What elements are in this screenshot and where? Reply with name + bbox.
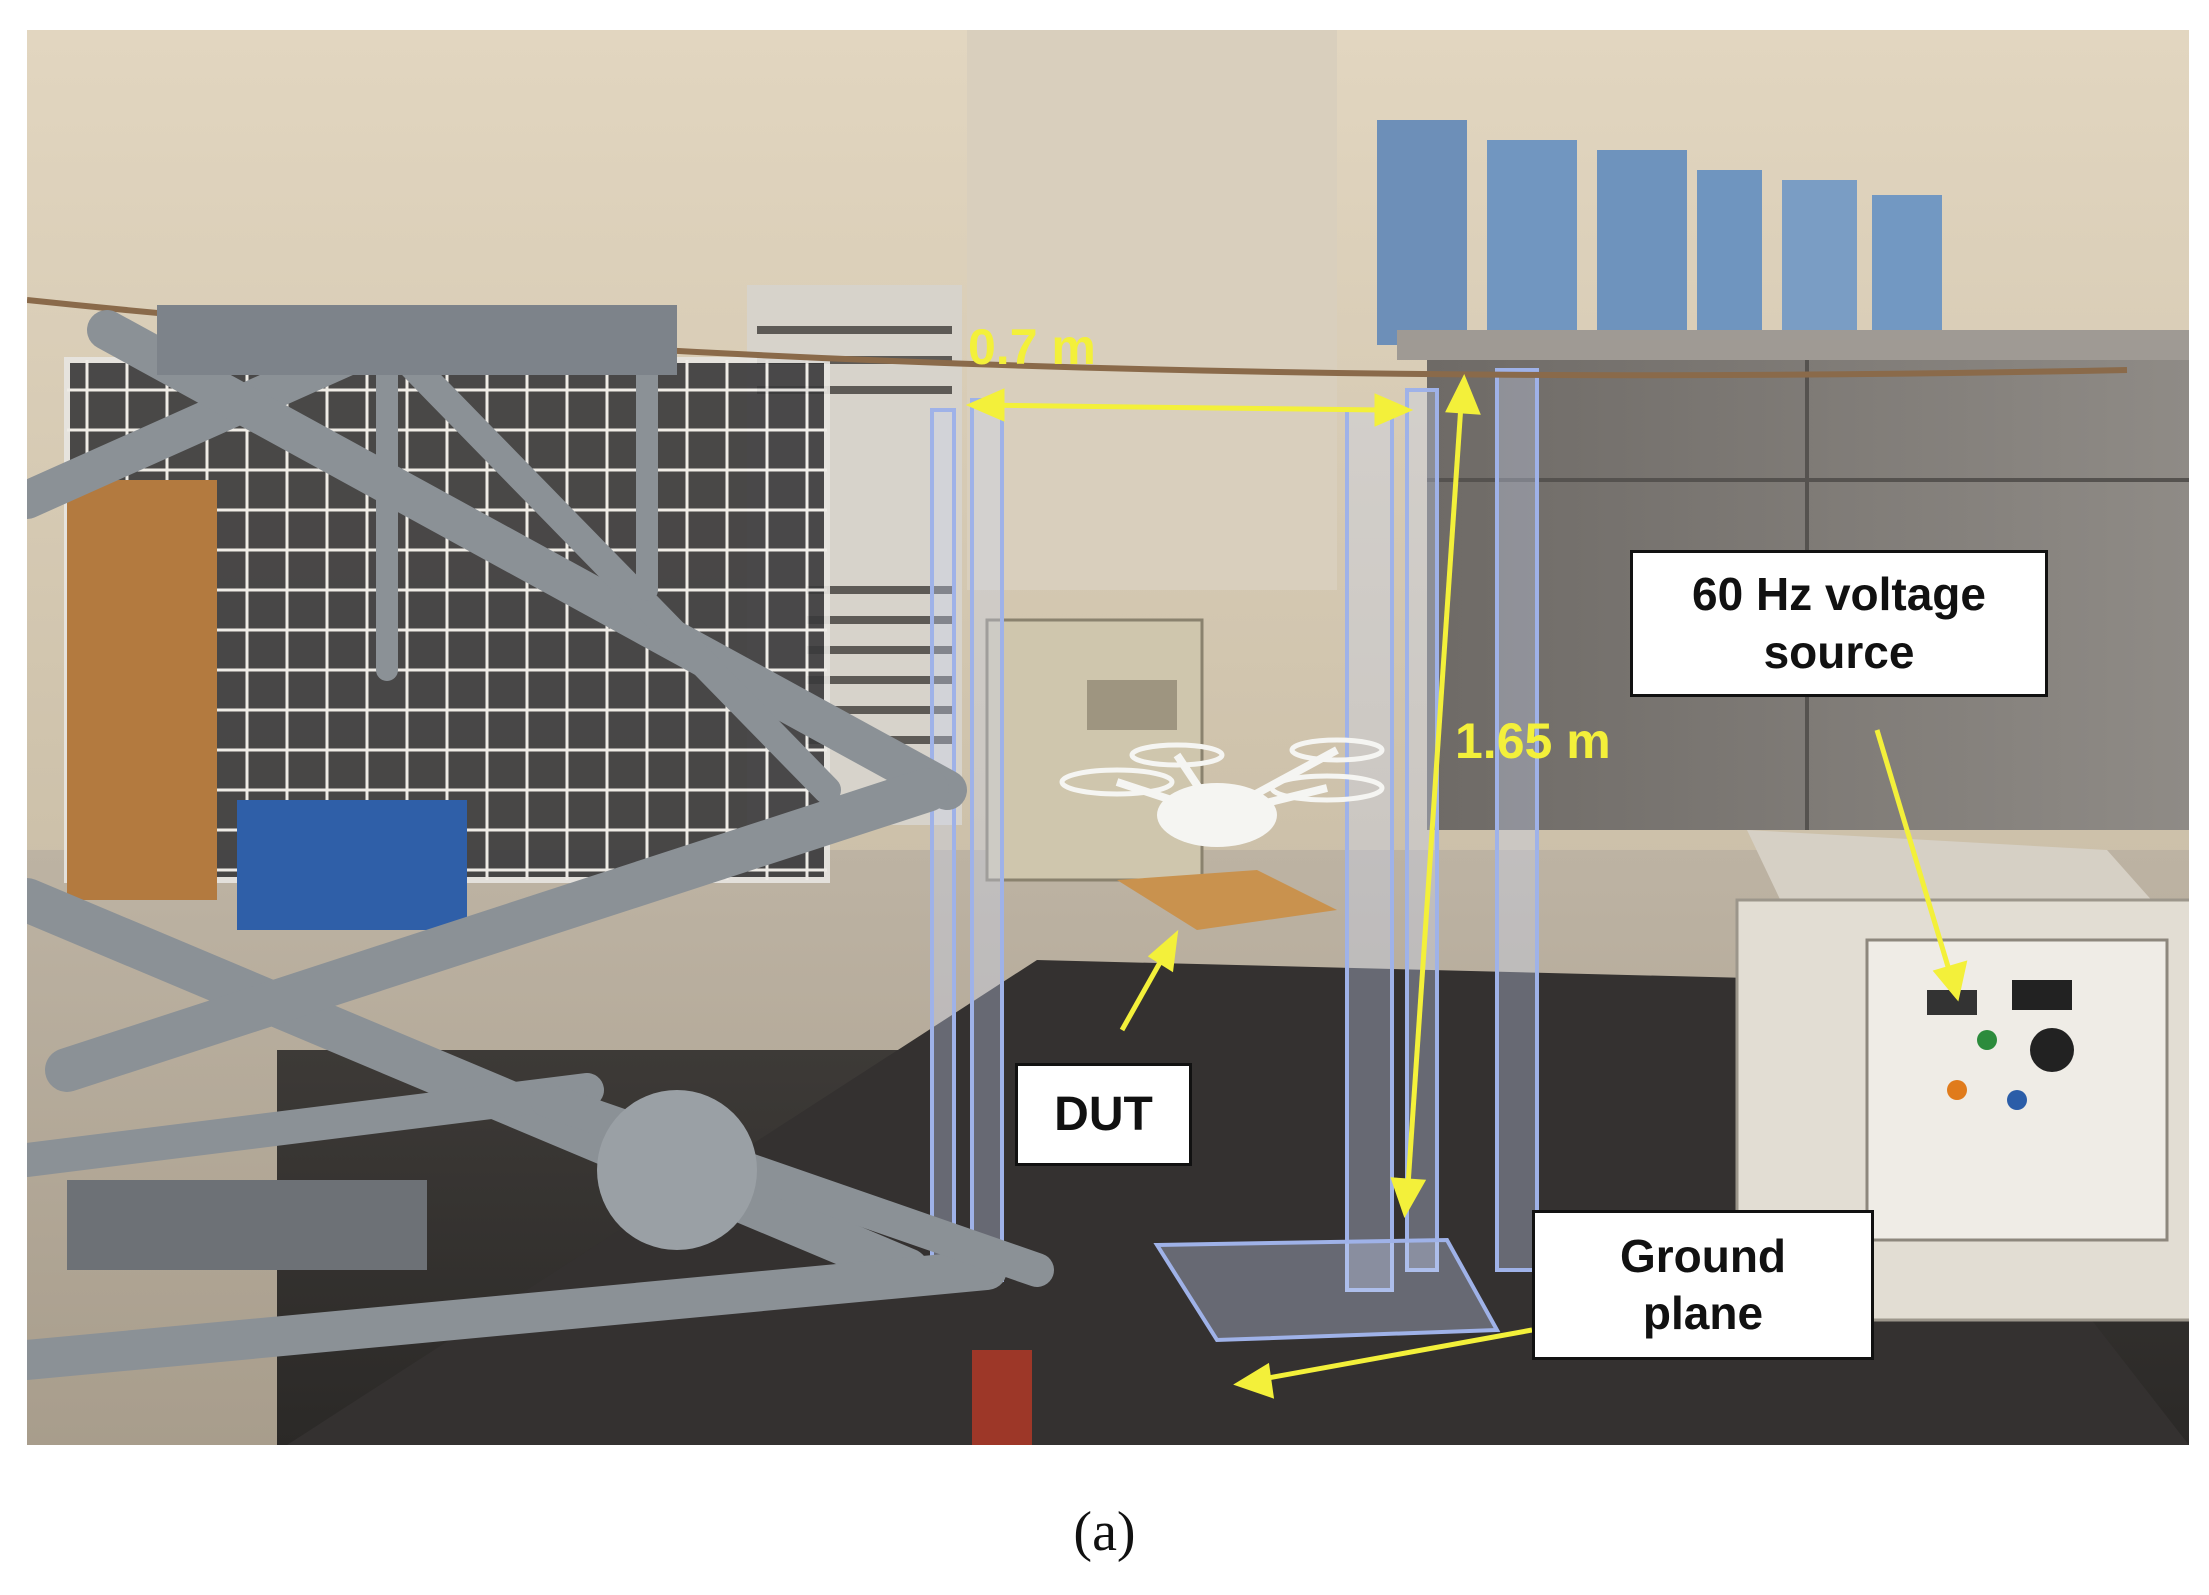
horizontal-dimension-label: 0.7 m <box>968 319 1096 375</box>
arrowhead-right <box>1374 393 1414 427</box>
ground-pointer <box>1256 1327 1533 1383</box>
dut-label: DUT <box>1015 1063 1192 1166</box>
wooden-cabinet <box>67 480 217 900</box>
arrowhead-left <box>965 388 1005 422</box>
voltage-source-cabinet <box>1735 830 2189 1322</box>
dut-label-text: DUT <box>1054 1087 1153 1141</box>
acrylic-supports <box>930 368 1539 1343</box>
spring-assembly <box>67 1180 427 1270</box>
voltage-source-label: 60 Hz voltage source <box>1630 550 2048 697</box>
drone-dut <box>1059 737 1385 930</box>
pillar <box>967 30 1337 590</box>
ground-plane-label: Ground plane <box>1532 1210 1874 1360</box>
voltage-source-label-line2: source <box>1763 625 1915 678</box>
wall-posters <box>1377 120 1942 355</box>
figure-caption: (a) <box>1073 1501 1136 1563</box>
pulley-wheel <box>597 1090 757 1250</box>
ground-plane-label-line1: Ground <box>1619 1229 1787 1282</box>
pantograph-structure <box>27 310 1054 1380</box>
lab-photo <box>27 30 2189 1445</box>
source-pointer <box>1874 729 1955 981</box>
ground-plane-label-line2: plane <box>1642 1287 1764 1339</box>
arrowhead-top <box>1445 373 1481 415</box>
blue-bin <box>237 800 467 930</box>
red-insulator <box>972 1350 1032 1445</box>
voltage-source-label-line1: 60 Hz voltage <box>1692 568 1986 620</box>
arrowhead-bottom <box>1390 1177 1427 1219</box>
vertical-dimension-label: 1.65 m <box>1455 713 1611 769</box>
transformer-box <box>985 618 1204 882</box>
dimension-arrows <box>965 373 1968 1399</box>
pantograph-head <box>157 305 677 375</box>
